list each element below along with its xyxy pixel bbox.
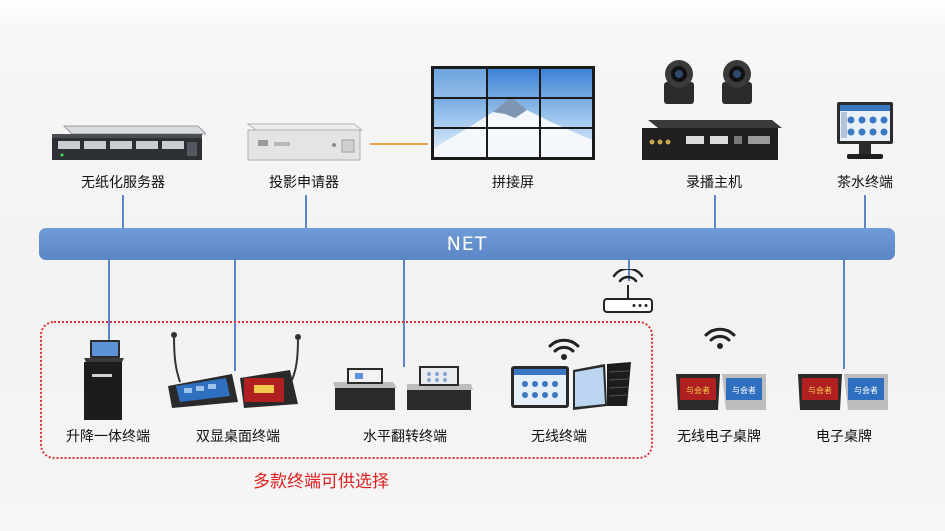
lift-terminal-icon <box>84 340 124 420</box>
net-bus: NET <box>39 228 895 260</box>
link-recording-host <box>714 195 716 229</box>
link-nameplate <box>843 259 845 369</box>
label-tea-terminal: 茶水终端 <box>837 175 893 191</box>
label-nameplate: 电子桌牌 <box>816 429 872 445</box>
nameplate-text-left: 与会者 <box>808 385 832 395</box>
link-flip-terminal <box>403 259 405 367</box>
wifi-icon-wireless-terminal <box>548 338 580 360</box>
wireless-nameplate-icon: 与会者 与会者 <box>676 374 766 410</box>
label-video-wall: 拼接屏 <box>492 175 534 191</box>
label-wireless-nameplate: 无线电子桌牌 <box>677 429 761 445</box>
label-flip-terminal: 水平翻转终端 <box>363 429 447 445</box>
link-projector <box>305 195 307 229</box>
video-wall-icon <box>431 66 595 160</box>
flip-terminal-icon <box>333 366 473 410</box>
group-caption: 多款终端可供选择 <box>253 472 389 492</box>
nameplate-text-left: 与会者 <box>686 385 710 395</box>
label-server: 无纸化服务器 <box>81 175 165 191</box>
link-dual-terminal <box>234 259 236 371</box>
wifi-icon-wireless-nameplate <box>704 327 736 349</box>
label-projector: 投影申请器 <box>269 175 339 191</box>
label-lift-terminal: 升降一体终端 <box>66 429 150 445</box>
wireless-tablet-icon <box>511 362 631 410</box>
label-dual-terminal: 双显桌面终端 <box>196 429 280 445</box>
net-label: NET <box>446 233 488 255</box>
nameplate-text-right: 与会者 <box>732 385 756 395</box>
label-recording-host: 录播主机 <box>686 175 742 191</box>
link-router <box>628 259 630 281</box>
link-lift-terminal <box>108 259 110 340</box>
label-wireless-terminal: 无线终端 <box>531 429 587 445</box>
link-tea-terminal <box>864 195 866 229</box>
link-projector-to-wall <box>370 143 428 145</box>
router-icon <box>603 269 653 313</box>
nameplate-icon: 与会者 与会者 <box>798 374 888 410</box>
tea-terminal-icon <box>837 102 893 159</box>
rack-server-icon <box>52 125 206 160</box>
terminal-group-box <box>40 321 653 459</box>
link-server <box>122 195 124 229</box>
recording-host-icon <box>642 60 782 160</box>
dual-display-terminal-icon <box>168 332 301 408</box>
nameplate-text-right: 与会者 <box>854 385 878 395</box>
projector-box-icon <box>246 123 364 161</box>
